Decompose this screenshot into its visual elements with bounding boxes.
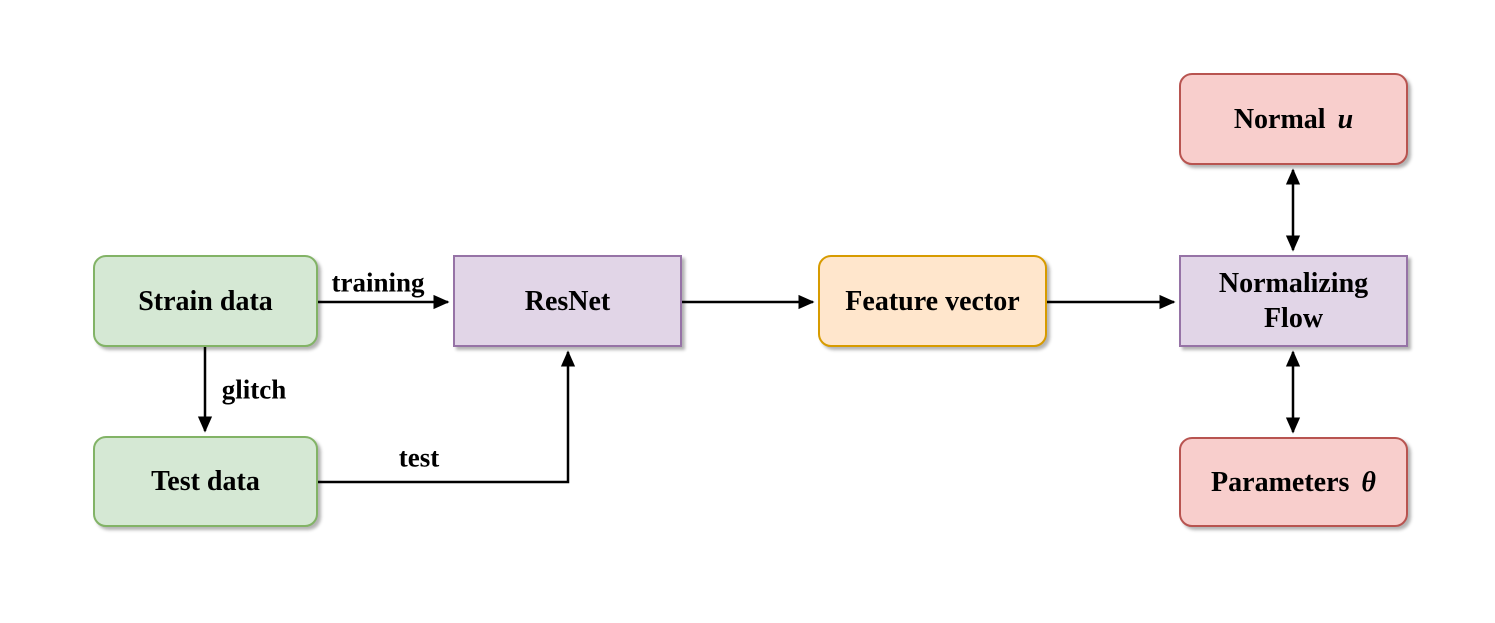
node-parameters-theta-math-symbol: θ — [1361, 466, 1376, 498]
edge-label-glitch: glitch — [221, 374, 287, 405]
edge-test-arrow — [318, 350, 576, 484]
node-parameters-theta: Parameters θ — [1179, 437, 1408, 527]
node-normal-u: Normal u — [1179, 73, 1408, 165]
node-feature-vector: Feature vector — [818, 255, 1047, 347]
node-parameters-theta-label: Parameters — [1211, 466, 1350, 498]
node-normalizing-flow-label: Normalizing Flow — [1218, 268, 1369, 334]
node-test-data-label: Test data — [151, 466, 260, 497]
node-resnet-label: ResNet — [524, 285, 611, 317]
node-strain-data-label: Strain data — [138, 285, 273, 317]
node-resnet: ResNet — [453, 255, 682, 347]
node-normal-u-label: Normal — [1233, 103, 1326, 135]
edge-label-training: training — [331, 267, 425, 298]
node-test-data: Test data — [93, 436, 318, 527]
edge-label-test: test — [398, 442, 440, 473]
node-normal-u-math-symbol: u — [1337, 103, 1354, 135]
node-feature-vector-label: Feature vector — [845, 285, 1020, 317]
node-normalizing-flow: Normalizing Flow — [1179, 255, 1408, 347]
node-strain-data: Strain data — [93, 255, 318, 347]
